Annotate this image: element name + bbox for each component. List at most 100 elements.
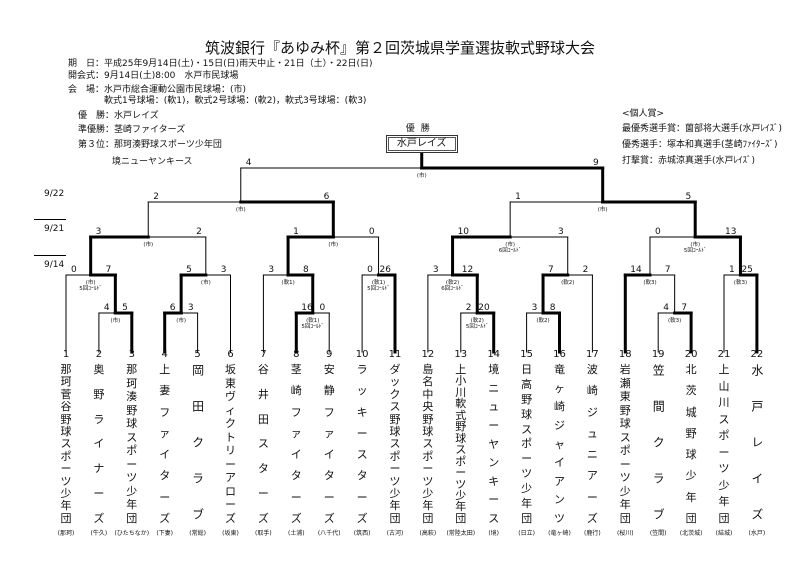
result-third: 第３位：那珂湊野球スポーツ少年団 xyxy=(78,140,222,150)
venue-label: (軟1) xyxy=(281,278,294,286)
venue-label: (軟2) xyxy=(536,316,549,324)
venue-label: (軟2) xyxy=(446,278,459,286)
info-venue-sub: 軟式1号球場：(軟1)，軟式2号球場：(軟2)，軟式3号球場：(軟3) xyxy=(104,96,367,106)
team-number: 10 xyxy=(355,349,369,360)
team-hometown: (桜川) xyxy=(616,530,634,537)
score-label: 3 xyxy=(433,265,439,275)
score-label: 1 xyxy=(515,192,521,202)
team-number: 12 xyxy=(421,349,435,360)
score-label: 2 xyxy=(153,192,159,202)
venue-label: (軟2) xyxy=(561,278,574,286)
score-label: 5 xyxy=(122,303,128,313)
result-third-2: 境ニューヤンキース xyxy=(112,157,193,167)
game-note: 6回ｺｰﾙﾄﾞ xyxy=(499,247,522,254)
score-label: 3 xyxy=(558,227,564,237)
score-label: 7 xyxy=(681,303,687,313)
venue-label: (市) xyxy=(201,278,211,286)
venue-label: (市) xyxy=(417,171,427,179)
score-label: 3 xyxy=(532,303,538,313)
team-number: 16 xyxy=(553,349,566,360)
score-label: 9 xyxy=(593,158,599,168)
award-batting: 打撃賞：赤城涼真選手(水戸ﾚｲｽﾞ) xyxy=(622,156,756,166)
team-hometown: (水戸) xyxy=(748,530,766,537)
venue-label: (軟3) xyxy=(643,278,656,286)
team-number: 3 xyxy=(128,349,135,360)
team-hometown: (取手) xyxy=(255,530,272,537)
score-label: 6 xyxy=(324,192,330,202)
score-label: 0 xyxy=(319,303,325,313)
score-label: 0 xyxy=(369,227,375,237)
score-label: 7 xyxy=(665,265,671,275)
team-number: 5 xyxy=(194,349,201,360)
team-name: 谷井田スターズ xyxy=(257,363,269,525)
score-label: 3 xyxy=(188,303,194,313)
award-excellent: 優秀選手：塚本和真選手(茎崎ﾌｧｲﾀｰｽﾞ) xyxy=(622,140,778,150)
score-label: 12 xyxy=(462,265,473,275)
score-label: 26 xyxy=(380,265,392,275)
team-name: 茎崎ファイターズ xyxy=(290,363,302,525)
team-hometown: (ひたちなか) xyxy=(114,530,150,537)
score-label: 6 xyxy=(170,303,176,313)
score-label: 14 xyxy=(630,265,642,275)
game-note: 5回ｺｰﾙﾄﾞ xyxy=(301,323,324,330)
score-label: 0 xyxy=(655,227,661,237)
team-number: 7 xyxy=(260,349,267,360)
team-name: 奥野ライナーズ xyxy=(93,363,105,525)
result-runner-up: 準優勝：茎崎ファイターズ xyxy=(78,125,186,135)
venue-label: (市) xyxy=(143,240,153,248)
team-hometown: (日立) xyxy=(518,530,535,537)
team-hometown: (那珂) xyxy=(57,530,75,537)
score-label: 8 xyxy=(550,303,556,313)
team-number: 22 xyxy=(750,349,764,360)
team-hometown: (常総) xyxy=(189,530,206,537)
team-name: 水戸レイズ xyxy=(749,364,764,544)
date-label: 9/14 xyxy=(44,260,65,270)
team-number: 9 xyxy=(326,349,333,360)
venue-label: (市) xyxy=(328,240,338,248)
date-label: 9/21 xyxy=(44,224,65,234)
score-label: 5 xyxy=(186,265,192,275)
team-name: 岩瀬東野球スポーツ少年団 xyxy=(619,363,631,525)
award-mvp: 最優秀選手賞：薗部将大選手(水戸ﾚｲｽﾞ) xyxy=(622,124,783,134)
team-number: 21 xyxy=(717,349,731,360)
team-hometown: (結城) xyxy=(715,530,733,537)
team-number: 1 xyxy=(62,349,70,360)
score-label: 4 xyxy=(104,303,110,313)
game-note: 5回ｺｰﾙﾄﾞ xyxy=(79,285,102,292)
team-name: 日高野球スポーツ少年団 xyxy=(521,363,533,525)
team-hometown: (笠間) xyxy=(649,530,667,537)
venue-label: (市) xyxy=(110,316,120,324)
venue-label: (軟1) xyxy=(372,278,385,286)
team-name: 北茨城野球少年団 xyxy=(685,363,697,525)
team-hometown: (古河) xyxy=(386,530,404,537)
team-name: 上妻ファイターズ xyxy=(159,363,171,525)
score-label: 4 xyxy=(663,303,669,313)
score-label: 2 xyxy=(583,265,589,275)
page-title: 筑波銀行『あゆみ杯』第２回茨城県学童選抜軟式野球大会 xyxy=(204,39,595,57)
team-hometown: (北茨城) xyxy=(679,530,703,537)
team-name: 岡田クラブ xyxy=(190,364,205,544)
score-label: 4 xyxy=(246,158,252,168)
venue-label: (軟2) xyxy=(471,316,484,324)
team-name: 安静ファイターズ xyxy=(323,363,335,525)
team-name: 波崎ジュニアーズ xyxy=(586,363,598,525)
venue-label: (市) xyxy=(598,205,608,213)
team-number: 14 xyxy=(487,349,501,360)
team-hometown: (土浦) xyxy=(287,530,305,537)
venue-label: (軟3) xyxy=(734,278,747,286)
team-number: 8 xyxy=(293,349,300,360)
game-note: 5回ｺｰﾙﾄﾞ xyxy=(684,247,707,254)
venue-label: (市) xyxy=(236,205,246,213)
venue-label: (市) xyxy=(86,278,96,286)
score-label: 5 xyxy=(685,192,691,202)
team-hometown: (竜ヶ崎) xyxy=(548,530,571,537)
score-label: 0 xyxy=(71,265,77,275)
team-number: 17 xyxy=(586,349,599,360)
info-opening: 開会式：9月14日(土)8:00 水戸市民球場 xyxy=(68,71,239,81)
team-name: 上山川スポーツ少年団 xyxy=(718,363,730,525)
team-name: 坂東ヴィクトリーアローズ xyxy=(225,363,236,525)
team-number: 4 xyxy=(161,349,168,360)
awards-heading: <個人賞> xyxy=(622,109,665,119)
venue-label: (市) xyxy=(176,316,186,324)
